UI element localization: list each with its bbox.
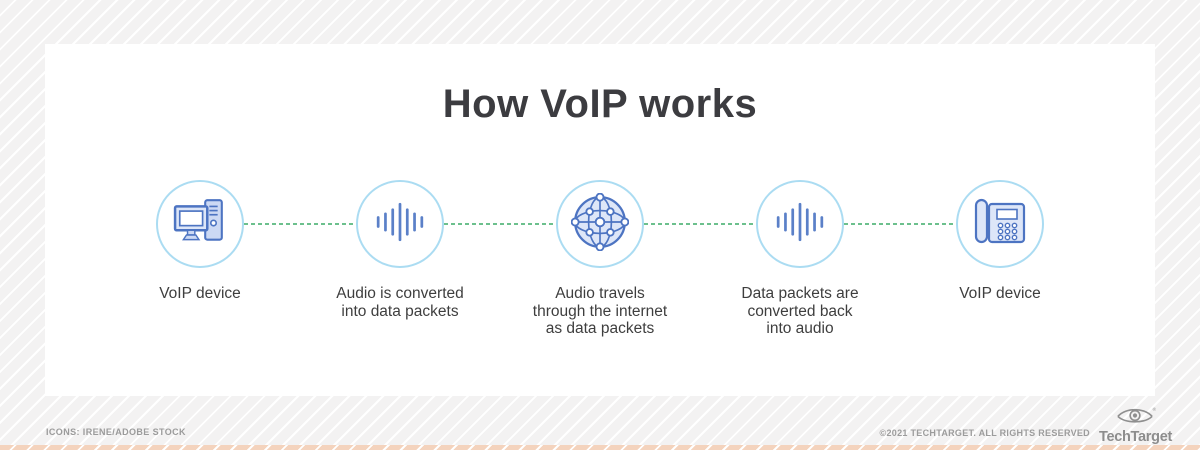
- copyright-text: ©2021 TECHTARGET. ALL RIGHTS RESERVED: [879, 427, 1090, 438]
- step-label: Audio is converted into data packets: [336, 285, 464, 320]
- dashed-connector: [444, 223, 556, 225]
- eye-icon: ®: [1114, 406, 1157, 429]
- dashed-connector: [244, 223, 356, 225]
- step-label: VoIP device: [959, 285, 1041, 302]
- icon-credits-text: ICONS: IRENE/ADOBE STOCK: [46, 427, 186, 437]
- step-label: Data packets are converted back into aud…: [741, 285, 859, 337]
- desktop-computer-icon: [173, 198, 227, 251]
- step-circle-packets-to-audio: [756, 180, 844, 268]
- dashed-connector: [644, 223, 756, 225]
- bottom-accent-band: [0, 445, 1200, 450]
- svg-text:®: ®: [1153, 406, 1156, 413]
- desk-phone-icon: [972, 197, 1028, 252]
- step-circle-internet-transit: [556, 180, 644, 268]
- step-circle-voip-device-destination: [956, 180, 1044, 268]
- techtarget-logo: ® TechTarget: [1099, 406, 1172, 445]
- page-title: How VoIP works: [442, 82, 758, 126]
- footer-right: ©2021 TECHTARGET. ALL RIGHTS RESERVED ® …: [879, 406, 1173, 445]
- dashed-connector: [844, 223, 956, 225]
- audio-wave-icon: [375, 199, 425, 250]
- step-circle-audio-to-packets: [356, 180, 444, 268]
- content-card: How VoIP works: [45, 44, 1155, 396]
- internet-globe-icon: [570, 192, 630, 256]
- techtarget-logo-text: TechTarget: [1098, 429, 1172, 445]
- step-label: Audio travels through the internet as da…: [532, 285, 668, 337]
- step-label: VoIP device: [159, 285, 241, 302]
- step-circle-voip-device-source: [156, 180, 244, 268]
- audio-wave-icon: [775, 199, 825, 250]
- voip-flow-diagram: VoIP device Audio is converted into data…: [45, 44, 1155, 396]
